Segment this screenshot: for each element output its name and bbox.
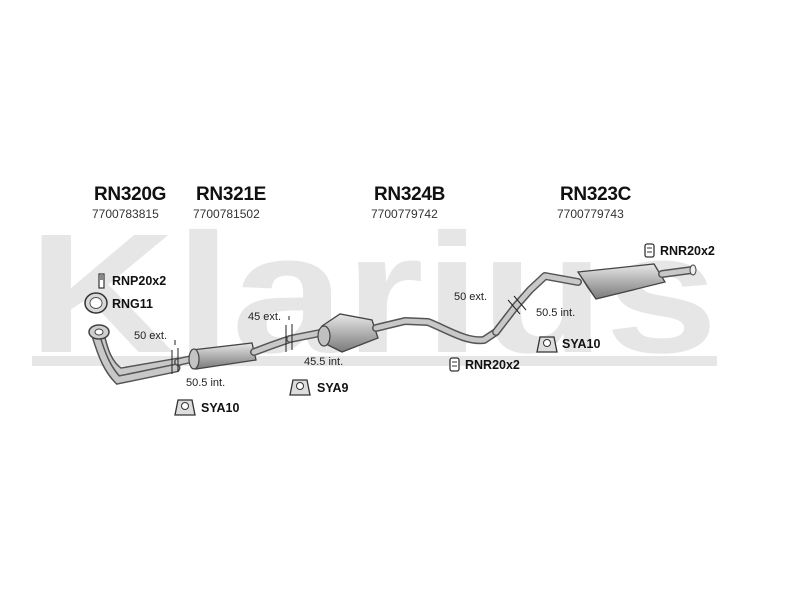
part-number-rn323c: 7700779743	[557, 207, 624, 221]
sya10-mount-left-icon	[174, 399, 196, 416]
dimension-markers	[171, 295, 527, 374]
sya9-label: SYA9	[317, 381, 349, 395]
rnr-clamp-bottom-icon	[449, 357, 460, 372]
watermark-underline	[32, 356, 717, 366]
rnp-clamp-label: RNP20x2	[112, 274, 167, 288]
catalyst-section-rn324b	[286, 313, 500, 353]
part-code-rn320g: RN320G	[94, 184, 167, 205]
measurement-label: 50.5 int.	[186, 377, 226, 389]
sya10-mount-right-icon	[536, 336, 558, 353]
rnr-clamp-top-label: RNR20x2	[660, 244, 715, 258]
rnr-clamp-bottom-label: RNR20x2	[465, 358, 520, 372]
measurement-label: 50 ext.	[454, 291, 488, 303]
rear-silencer-rn323c	[492, 263, 697, 336]
part-number-rn321e: 7700781502	[193, 207, 260, 221]
middle-silencer-rn321e	[174, 335, 294, 370]
rng-gasket-icon	[84, 292, 108, 314]
sya10-right-label: SYA10	[562, 337, 601, 351]
rnp-clamp-icon	[98, 273, 105, 289]
measurement-label: 45.5 int.	[304, 356, 344, 368]
measurement-label: 50 ext.	[134, 330, 168, 342]
front-pipe-rn320g	[88, 324, 183, 385]
part-number-rn324b: 7700779742	[371, 207, 438, 221]
sya9-mount-icon	[289, 379, 311, 396]
part-code-rn324b: RN324B	[374, 184, 446, 205]
rng-gasket-label: RNG11	[112, 297, 153, 311]
sya10-left-label: SYA10	[201, 401, 240, 415]
measurement-label: 45 ext.	[248, 311, 282, 323]
rnr-clamp-top-icon	[644, 243, 655, 258]
measurement-label: 50.5 int.	[536, 307, 576, 319]
part-code-rn323c: RN323C	[560, 184, 632, 205]
part-code-rn321e: RN321E	[196, 184, 267, 205]
part-number-rn320g: 7700783815	[92, 207, 159, 221]
